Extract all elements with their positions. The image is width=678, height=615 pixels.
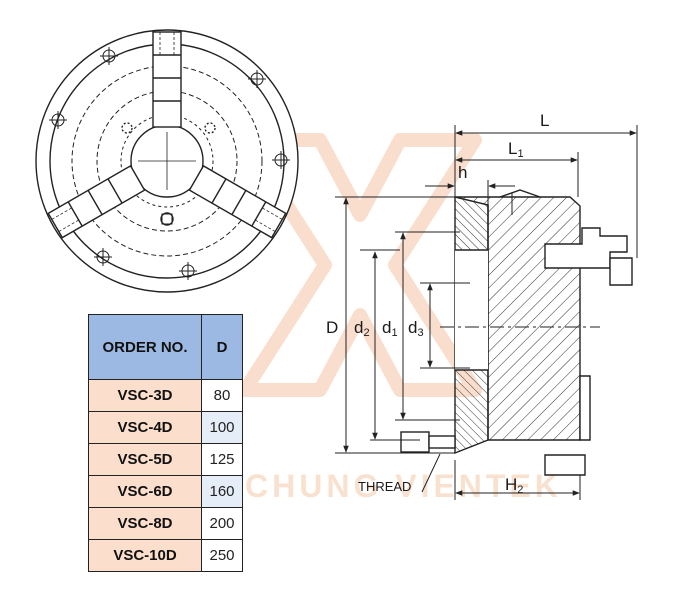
table-row: VSC-5D 125 [88, 443, 243, 476]
table-row: VSC-8D 200 [88, 507, 243, 540]
d-cell: 160 [201, 475, 243, 508]
d-cell: 100 [201, 411, 243, 444]
order-no-cell: VSC-5D [88, 443, 202, 476]
order-no-cell: VSC-4D [88, 411, 202, 444]
header-d: D [201, 314, 243, 380]
table-row: VSC-4D 100 [88, 411, 243, 444]
dimension-lines [335, 125, 638, 500]
d-cell: 250 [201, 539, 243, 572]
order-no-cell: VSC-10D [88, 539, 202, 572]
table-row: VSC-3D 80 [88, 379, 243, 412]
label-d2: d2 [354, 318, 370, 339]
label-D: D [326, 318, 338, 337]
order-no-cell: VSC-6D [88, 475, 202, 508]
chuck-section-view [400, 189, 633, 476]
label-d1: d1 [382, 318, 398, 339]
d-cell: 125 [201, 443, 243, 476]
d-cell: 80 [201, 379, 243, 412]
table-header-row: ORDER NO. D [88, 314, 243, 380]
d-cell: 200 [201, 507, 243, 540]
chuck-front-view [35, 29, 299, 293]
label-h: h [458, 163, 467, 182]
label-L1: L1 [508, 139, 524, 160]
order-no-cell: VSC-8D [88, 507, 202, 540]
label-thread: THREAD [358, 479, 411, 494]
label-H2: H2 [505, 475, 523, 496]
watermark-text: CHUNG VIENTEK [245, 468, 562, 504]
table-row: VSC-6D 160 [88, 475, 243, 508]
label-L: L [540, 111, 549, 130]
header-order-no: ORDER NO. [88, 314, 202, 380]
label-d3: d3 [408, 318, 424, 339]
order-table: ORDER NO. D VSC-3D 80 VSC-4D 100 VSC-5D … [88, 314, 243, 572]
table-row: VSC-10D 250 [88, 539, 243, 572]
order-no-cell: VSC-3D [88, 379, 202, 412]
